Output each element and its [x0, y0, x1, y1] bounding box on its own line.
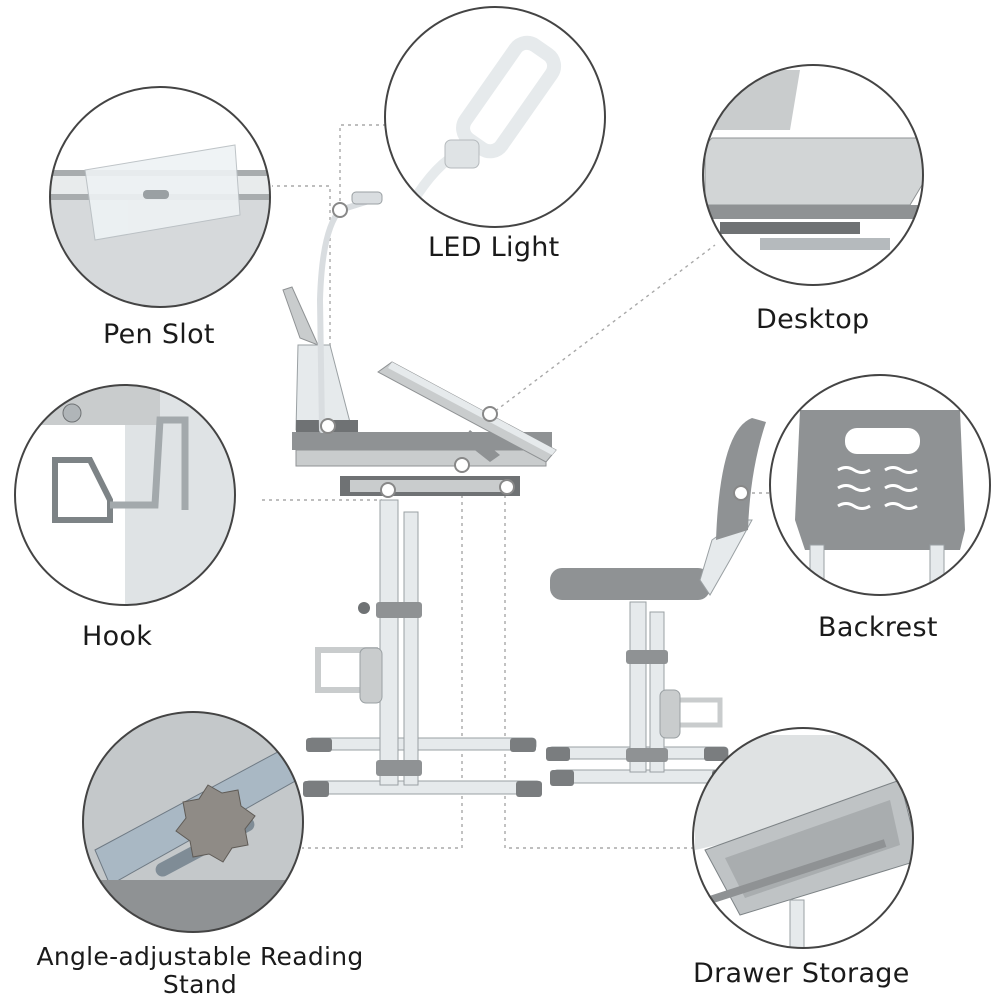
backrest-label: Backrest: [818, 612, 938, 643]
desktop-callout: [702, 64, 924, 286]
drawer-storage-callout: [692, 727, 914, 949]
chair: [546, 418, 766, 786]
pen-slot-label: Pen Slot: [103, 319, 215, 350]
hook-label: Hook: [82, 621, 153, 652]
pen-slot-callout: [49, 86, 271, 308]
desk: [282, 191, 557, 797]
leader-lines: [262, 124, 770, 849]
led-light-callout: [384, 6, 606, 228]
drawer-storage-label: Drawer Storage: [693, 958, 910, 989]
hook-callout: [14, 384, 236, 606]
reading-stand-callout: [82, 711, 304, 933]
reading-stand-label: Angle-adjustable Reading Stand: [36, 942, 364, 999]
desktop-label: Desktop: [756, 304, 870, 335]
led-light-label: LED Light: [428, 232, 560, 263]
backrest-callout: [769, 374, 991, 596]
